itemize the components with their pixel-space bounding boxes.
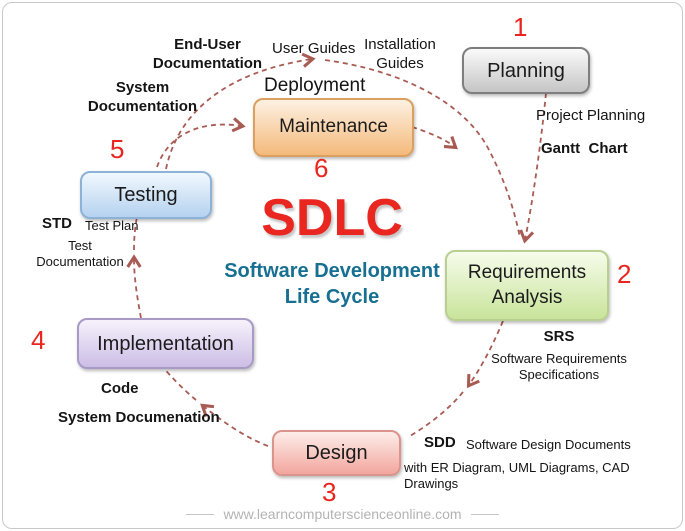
stage-number-5: 5 bbox=[110, 134, 125, 164]
arc-to-design bbox=[409, 391, 464, 437]
user-guides-label: User Guides bbox=[272, 40, 356, 57]
arrow-design-to-implementation bbox=[200, 403, 269, 447]
srs-abbr: SRS bbox=[543, 328, 575, 345]
arrow-testing-to-maintenance bbox=[156, 117, 246, 168]
stage-design: Design bbox=[272, 430, 401, 476]
sdd-detail-label: with ER Diagram, UML Diagrams, CAD Drawi… bbox=[404, 460, 630, 492]
arrow-implementation-to-testing bbox=[126, 254, 142, 319]
test-documentation-label: Test Documentation bbox=[36, 238, 124, 270]
stage-number-4: 4 bbox=[31, 325, 46, 355]
arrow-maintenance-out bbox=[411, 126, 458, 150]
stage-testing: Testing bbox=[80, 171, 212, 219]
enduser-documentation-label: End-User Documentation bbox=[152, 36, 263, 72]
installation-guides-label: Installation Guides bbox=[364, 36, 436, 72]
stage-number-3: 3 bbox=[322, 477, 337, 507]
footer-url: www.learncomputerscienceonline.com bbox=[223, 506, 462, 522]
srs-doc-label: Software Requirements Specifications bbox=[491, 350, 627, 382]
stage-maintenance: Maintenance bbox=[253, 98, 414, 157]
stage-maintenance-label: Maintenance bbox=[279, 116, 388, 138]
stage-planning: Planning bbox=[462, 47, 590, 94]
test-plan-label: Test Plan bbox=[85, 218, 139, 233]
std-abbr: STD bbox=[42, 215, 72, 232]
sdd-abbr: SDD bbox=[424, 434, 456, 451]
stage-planning-label: Planning bbox=[487, 59, 565, 82]
code-label: Code bbox=[101, 380, 139, 397]
arrow-testing-to-top bbox=[165, 52, 316, 170]
stage-implementation: Implementation bbox=[77, 318, 254, 369]
arc-top-to-requirements bbox=[324, 59, 521, 239]
footer-rule-left bbox=[186, 513, 215, 515]
stage-number-1: 1 bbox=[513, 12, 528, 42]
arrow-requirements-to-design bbox=[466, 320, 504, 389]
srs-annotation: SRS Software Requirements Specifications bbox=[489, 328, 629, 383]
project-planning-label: Project Planning bbox=[536, 107, 646, 124]
stage-requirements-analysis: Requirements Analysis bbox=[445, 250, 609, 321]
stage-testing-label: Testing bbox=[114, 184, 178, 206]
footer-rule-right bbox=[470, 513, 499, 515]
title-acronym: SDLC bbox=[261, 189, 403, 247]
system-documentation-label: System Documentation bbox=[87, 79, 198, 115]
stage-implementation-label: Implementation bbox=[97, 332, 234, 355]
deployment-label: Deployment bbox=[264, 75, 366, 96]
footer: www.learncomputerscienceonline.com bbox=[0, 506, 685, 522]
sdd-doc-label: Software Design Documents bbox=[466, 437, 631, 452]
stage-design-label: Design bbox=[305, 442, 368, 464]
subtitle-line1: Software Development bbox=[224, 260, 440, 282]
system-documenation-label: System Documenation bbox=[58, 409, 220, 426]
gantt-chart-label: Gantt Chart bbox=[541, 140, 628, 157]
subtitle-line2: Life Cycle bbox=[284, 286, 380, 308]
arc-to-implementation bbox=[161, 365, 197, 401]
stage-number-6: 6 bbox=[314, 153, 329, 183]
stage-requirements-label: Requirements Analysis bbox=[467, 261, 587, 308]
arc-to-testing bbox=[133, 216, 138, 251]
stage-number-2: 2 bbox=[617, 259, 632, 289]
title-subtitle: Software Development Life Cycle bbox=[222, 258, 442, 310]
